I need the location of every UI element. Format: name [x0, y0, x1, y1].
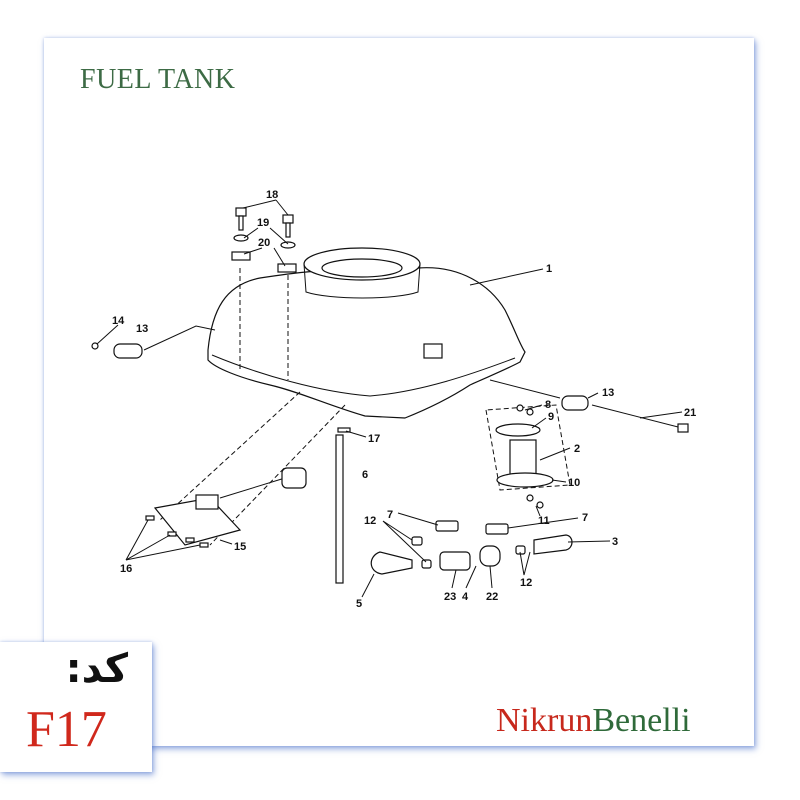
clamp-12-mid [421, 559, 432, 569]
grommet-20a [231, 251, 251, 261]
brand-logo-text: NikrunBenelli [496, 702, 691, 740]
fitting-7-left [435, 520, 459, 532]
spacer-13-right [561, 395, 589, 411]
callout-12-left: 12 [364, 515, 376, 527]
callout-9: 9 [548, 411, 554, 423]
callout-7-left: 7 [387, 509, 393, 521]
brand-part-benelli: Benelli [592, 702, 691, 739]
callout-22: 22 [486, 591, 498, 603]
callout-23: 23 [444, 591, 456, 603]
callout-17: 17 [368, 433, 380, 445]
callout-4: 4 [462, 591, 469, 603]
callout-2: 2 [574, 443, 580, 455]
fuel-filter-23 [439, 551, 471, 571]
filter-housing-22 [479, 545, 501, 567]
bolt-21 [591, 404, 683, 429]
fitting-7-right [485, 523, 509, 535]
callout-8: 8 [545, 399, 551, 411]
fuel-pump-2 [509, 439, 537, 477]
page-title: FUEL TANK [80, 64, 236, 95]
callout-18: 18 [266, 189, 278, 201]
callout-15: 15 [234, 541, 246, 553]
float-arm [281, 467, 307, 489]
spacer-13-left [113, 343, 143, 359]
callout-3: 3 [612, 536, 618, 548]
callout-11: 11 [538, 515, 550, 527]
callout-19: 19 [257, 217, 269, 229]
bolt-18b [282, 214, 294, 224]
bolt-18a [235, 207, 247, 217]
callout-14: 14 [112, 315, 125, 327]
washer-19b [280, 241, 296, 249]
part-code-box: کد: F17 [0, 642, 152, 772]
clamp-12-left [411, 536, 423, 546]
pump-ring-9 [495, 423, 541, 437]
pump-gasket-10 [496, 472, 554, 488]
callout-6: 6 [362, 469, 368, 481]
callout-1: 1 [546, 263, 552, 275]
callout-13-right: 13 [602, 387, 614, 399]
callout-20: 20 [258, 237, 270, 249]
code-value: F17 [26, 701, 107, 758]
hose-6 [335, 434, 344, 584]
callout-13-left: 13 [136, 323, 148, 335]
callout-12-right: 12 [520, 577, 532, 589]
code-label: کد: [65, 646, 128, 692]
brand-part-nikrun: Nikrun [496, 702, 593, 739]
hose-3 [533, 534, 573, 555]
tank-bracket [423, 343, 443, 359]
callout-10: 10 [568, 477, 580, 489]
grommet-20b [277, 263, 297, 273]
callout-21: 21 [684, 407, 696, 419]
callout-5: 5 [356, 598, 362, 610]
screw-14 [91, 342, 99, 350]
callout-7-right: 7 [582, 512, 588, 524]
callout-16: 16 [120, 563, 132, 575]
washer-19a [233, 234, 249, 242]
clip-17 [337, 427, 351, 433]
hose-5 [370, 551, 413, 575]
